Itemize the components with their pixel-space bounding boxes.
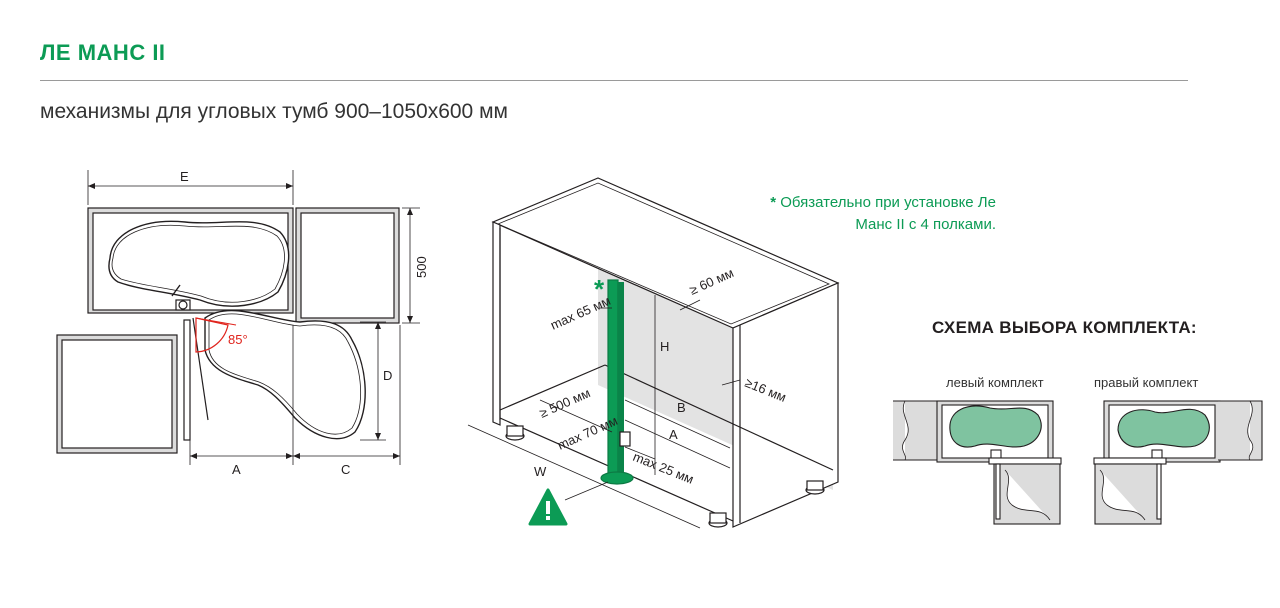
page-subtitle: механизмы для угловых тумб 900–1050x600 … <box>40 100 508 123</box>
left-kit-label: левый комплект <box>946 375 1044 390</box>
cabinet-dim-b: B <box>677 400 686 415</box>
cabinet-dim-a: A <box>669 427 678 442</box>
page-title: ЛЕ МАНС II <box>40 40 166 65</box>
cabinet-asterisk: * <box>594 274 605 304</box>
plan-dim-e: E <box>180 169 189 184</box>
note-line-1: Обязательно при установке Ле <box>780 194 996 211</box>
cabinet-dim-w: W <box>534 464 547 479</box>
plan-shelf-upper <box>108 220 290 307</box>
plan-view <box>56 170 420 465</box>
left-kit-diagram <box>893 400 1062 525</box>
plan-shelf-lower <box>204 309 366 440</box>
note-line-2: Манс II с 4 полками. <box>855 216 996 233</box>
cabinet-view <box>467 177 840 529</box>
title-divider <box>40 80 1188 81</box>
right-kit-diagram <box>1093 400 1263 525</box>
plan-angle-label: 85° <box>228 332 248 347</box>
installation-note: * Обязательно при установке Ле Манс II с… <box>736 192 996 236</box>
right-kit-label: правый комплект <box>1094 375 1199 390</box>
scheme-title: СХЕМА ВЫБОРА КОМПЛЕКТА: <box>932 318 1197 337</box>
plan-dim-a: A <box>232 462 241 477</box>
cabinet-dim-max25: max 25 мм <box>631 449 696 487</box>
warning-triangle-icon <box>528 488 568 526</box>
plan-dim-500: 500 <box>414 256 429 278</box>
plan-dim-d: D <box>383 368 392 383</box>
note-asterisk: * <box>770 194 777 211</box>
cabinet-dim-h: H <box>660 339 669 354</box>
plan-dim-c: C <box>341 462 350 477</box>
support-pole <box>607 279 619 477</box>
